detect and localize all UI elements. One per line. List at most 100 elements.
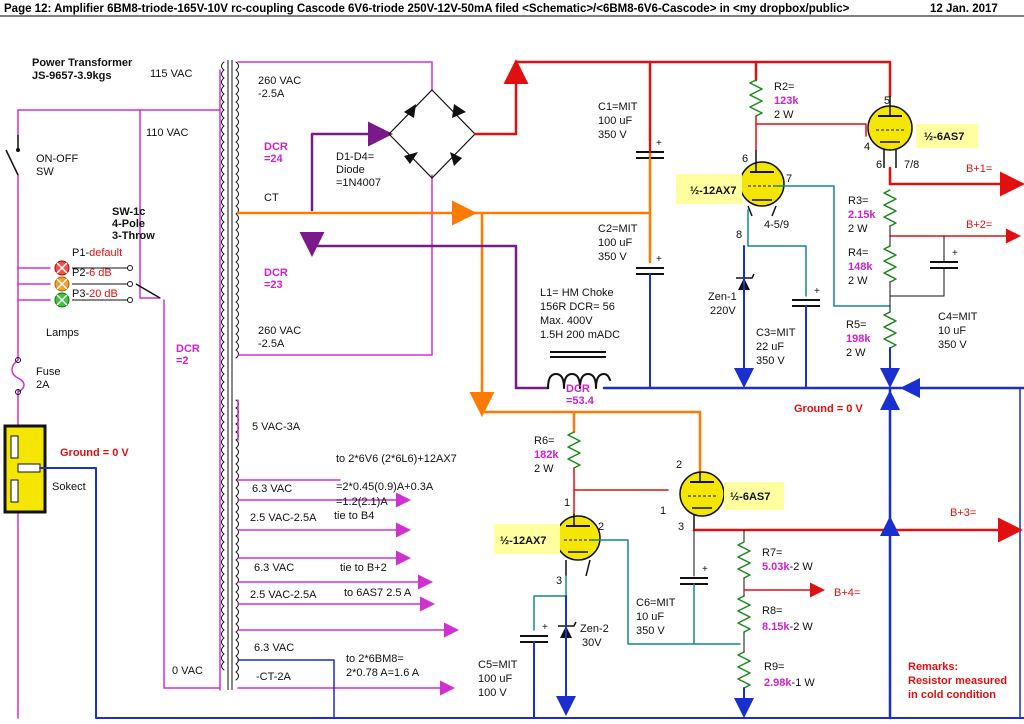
svg-text:+: + bbox=[656, 138, 662, 149]
hv-bottom-current: -2.5A bbox=[258, 338, 285, 350]
r7-value: 5.03k-2 W bbox=[762, 561, 813, 573]
page-date: 12 Jan. 2017 bbox=[930, 3, 998, 15]
tube-12ax7-top-label: ½-12AX7 bbox=[690, 185, 736, 197]
pin-4: 4 bbox=[864, 141, 870, 153]
diode-type: Diode bbox=[336, 164, 365, 176]
note-6v6-calc2: =1.2(2.1)A bbox=[336, 496, 388, 508]
primary-dcr-label: DCR bbox=[176, 343, 200, 355]
remarks-title: Remarks: bbox=[908, 661, 958, 673]
b3-label: B+3= bbox=[950, 507, 976, 519]
choke-max: Max. 400V bbox=[540, 315, 593, 327]
r3-watt: 2 W bbox=[848, 223, 868, 235]
r8-value: 8.15k-2 W bbox=[762, 621, 813, 633]
c2-voltage: 350 V bbox=[598, 251, 627, 263]
zen1-voltage: 220V bbox=[710, 305, 736, 317]
primary-dcr-value: =2 bbox=[176, 355, 189, 367]
r8-name: R8= bbox=[762, 605, 783, 617]
sw1c-label: SW-1c bbox=[112, 206, 145, 218]
hv-top-current: -2.5A bbox=[258, 88, 285, 100]
r6-name: R6= bbox=[534, 435, 555, 447]
note-6as7: to 6AS7 2.5 A bbox=[344, 587, 412, 599]
c5-value: 100 uF bbox=[478, 673, 513, 685]
pin-1: 1 bbox=[564, 497, 570, 509]
c4-voltage: 350 V bbox=[938, 339, 967, 351]
sw1c-switch bbox=[72, 265, 161, 303]
svg-text:+: + bbox=[656, 254, 662, 265]
note-6v6: to 2*6V6 (2*6L6)+12AX7 bbox=[336, 453, 457, 465]
pin-6: 6 bbox=[742, 153, 748, 165]
r5-watt: 2 W bbox=[846, 347, 866, 359]
choke-dcr-value: =53.4 bbox=[566, 395, 595, 407]
c2-value: 100 uF bbox=[598, 237, 633, 249]
socket-label: Sokect bbox=[52, 481, 86, 493]
remarks-line1: Resistor measured bbox=[908, 675, 1007, 687]
transformer-core bbox=[221, 60, 239, 690]
p2-label: P2-6 dB bbox=[72, 267, 112, 279]
tube-6as7-bottom bbox=[679, 471, 725, 530]
r6-watt: 2 W bbox=[534, 463, 554, 475]
filament-ct: -CT-2A bbox=[256, 671, 292, 683]
lamp-p1 bbox=[54, 260, 70, 276]
svg-text:+: + bbox=[542, 622, 548, 633]
r4-watt: 2 W bbox=[848, 275, 868, 287]
pin-4-5-9: 4-5/9 bbox=[764, 219, 789, 231]
filament-25-a: 2.5 VAC-2.5A bbox=[250, 512, 317, 524]
note-6bm8-calc: 2*0.78 A=1.6 A bbox=[346, 667, 420, 679]
pin-1b: 1 bbox=[660, 505, 666, 517]
pin-2: 2 bbox=[598, 521, 604, 533]
tube-12ax7-top bbox=[739, 150, 785, 217]
tube-6as7-top bbox=[867, 96, 913, 168]
note-6v6-calc1: =2*0.45(0.9)A+0.3A bbox=[336, 481, 434, 493]
pin-3: 3 bbox=[556, 575, 562, 587]
filament-63-a: 6.3 VAC bbox=[252, 483, 292, 495]
c2-label: C2=MIT bbox=[598, 223, 638, 235]
lamp-p2 bbox=[54, 276, 70, 292]
r9-value: 2.98k-1 W bbox=[764, 677, 815, 689]
filament-25-b: 2.5 VAC-2.5A bbox=[250, 589, 317, 601]
choke-l1 bbox=[547, 351, 611, 389]
tube-6as7-top-label: ½-6AS7 bbox=[924, 131, 964, 143]
primary-115-label: 115 VAC bbox=[150, 68, 192, 80]
lamp-p3 bbox=[54, 292, 70, 308]
onoff-sw-label: SW bbox=[36, 166, 54, 178]
c1-value: 100 uF bbox=[598, 115, 633, 127]
sw1c-throw: 3-Throw bbox=[112, 230, 155, 242]
c6-label: C6=MIT bbox=[636, 597, 676, 609]
remarks-line2: in cold condition bbox=[908, 689, 996, 701]
fuse-rating: 2A bbox=[36, 379, 50, 391]
choke-dcr-label: DCR bbox=[566, 383, 590, 395]
r2-name: R2= bbox=[774, 81, 795, 93]
c1-label: C1=MIT bbox=[598, 101, 638, 113]
filament-63-c: 6.3 VAC bbox=[254, 642, 294, 654]
p1-label: P1-default bbox=[72, 247, 122, 259]
svg-text:+: + bbox=[952, 248, 958, 259]
choke-dcr: 156R DCR= 56 bbox=[540, 301, 615, 313]
pin-6b: 6 bbox=[876, 159, 882, 171]
c5-label: C5=MIT bbox=[478, 659, 518, 671]
note-b2: tie to B+2 bbox=[340, 562, 387, 574]
r7-name: R7= bbox=[762, 547, 783, 559]
sw1c-pole: 4-Pole bbox=[112, 218, 145, 230]
r4-value: 148k bbox=[848, 261, 873, 273]
tube-12ax7-bottom bbox=[555, 514, 601, 577]
r4-name: R4= bbox=[848, 247, 869, 259]
r5-name: R5= bbox=[846, 319, 867, 331]
fuse-symbol bbox=[11, 359, 25, 393]
r9-name: R9= bbox=[764, 661, 785, 673]
transformer-model: JS-9657-3.9kgs bbox=[32, 70, 112, 82]
dcr-bottom-label: DCR bbox=[264, 267, 288, 279]
c3-label: C3=MIT bbox=[756, 327, 796, 339]
b2-label: B+2= bbox=[966, 219, 992, 231]
hv-bottom-label: 260 VAC bbox=[258, 325, 301, 337]
zen2-label: Zen-2 bbox=[580, 623, 609, 635]
c6-voltage: 350 V bbox=[636, 625, 665, 637]
r3-name: R3= bbox=[848, 195, 869, 207]
pin-8: 8 bbox=[736, 229, 742, 241]
c6-value: 10 uF bbox=[636, 611, 664, 623]
bridge-rectifier bbox=[388, 89, 476, 179]
filament-windings bbox=[237, 399, 459, 719]
zen1-label: Zen-1 bbox=[708, 291, 737, 303]
c3-value: 22 uF bbox=[756, 341, 784, 353]
svg-text:+: + bbox=[702, 564, 708, 575]
